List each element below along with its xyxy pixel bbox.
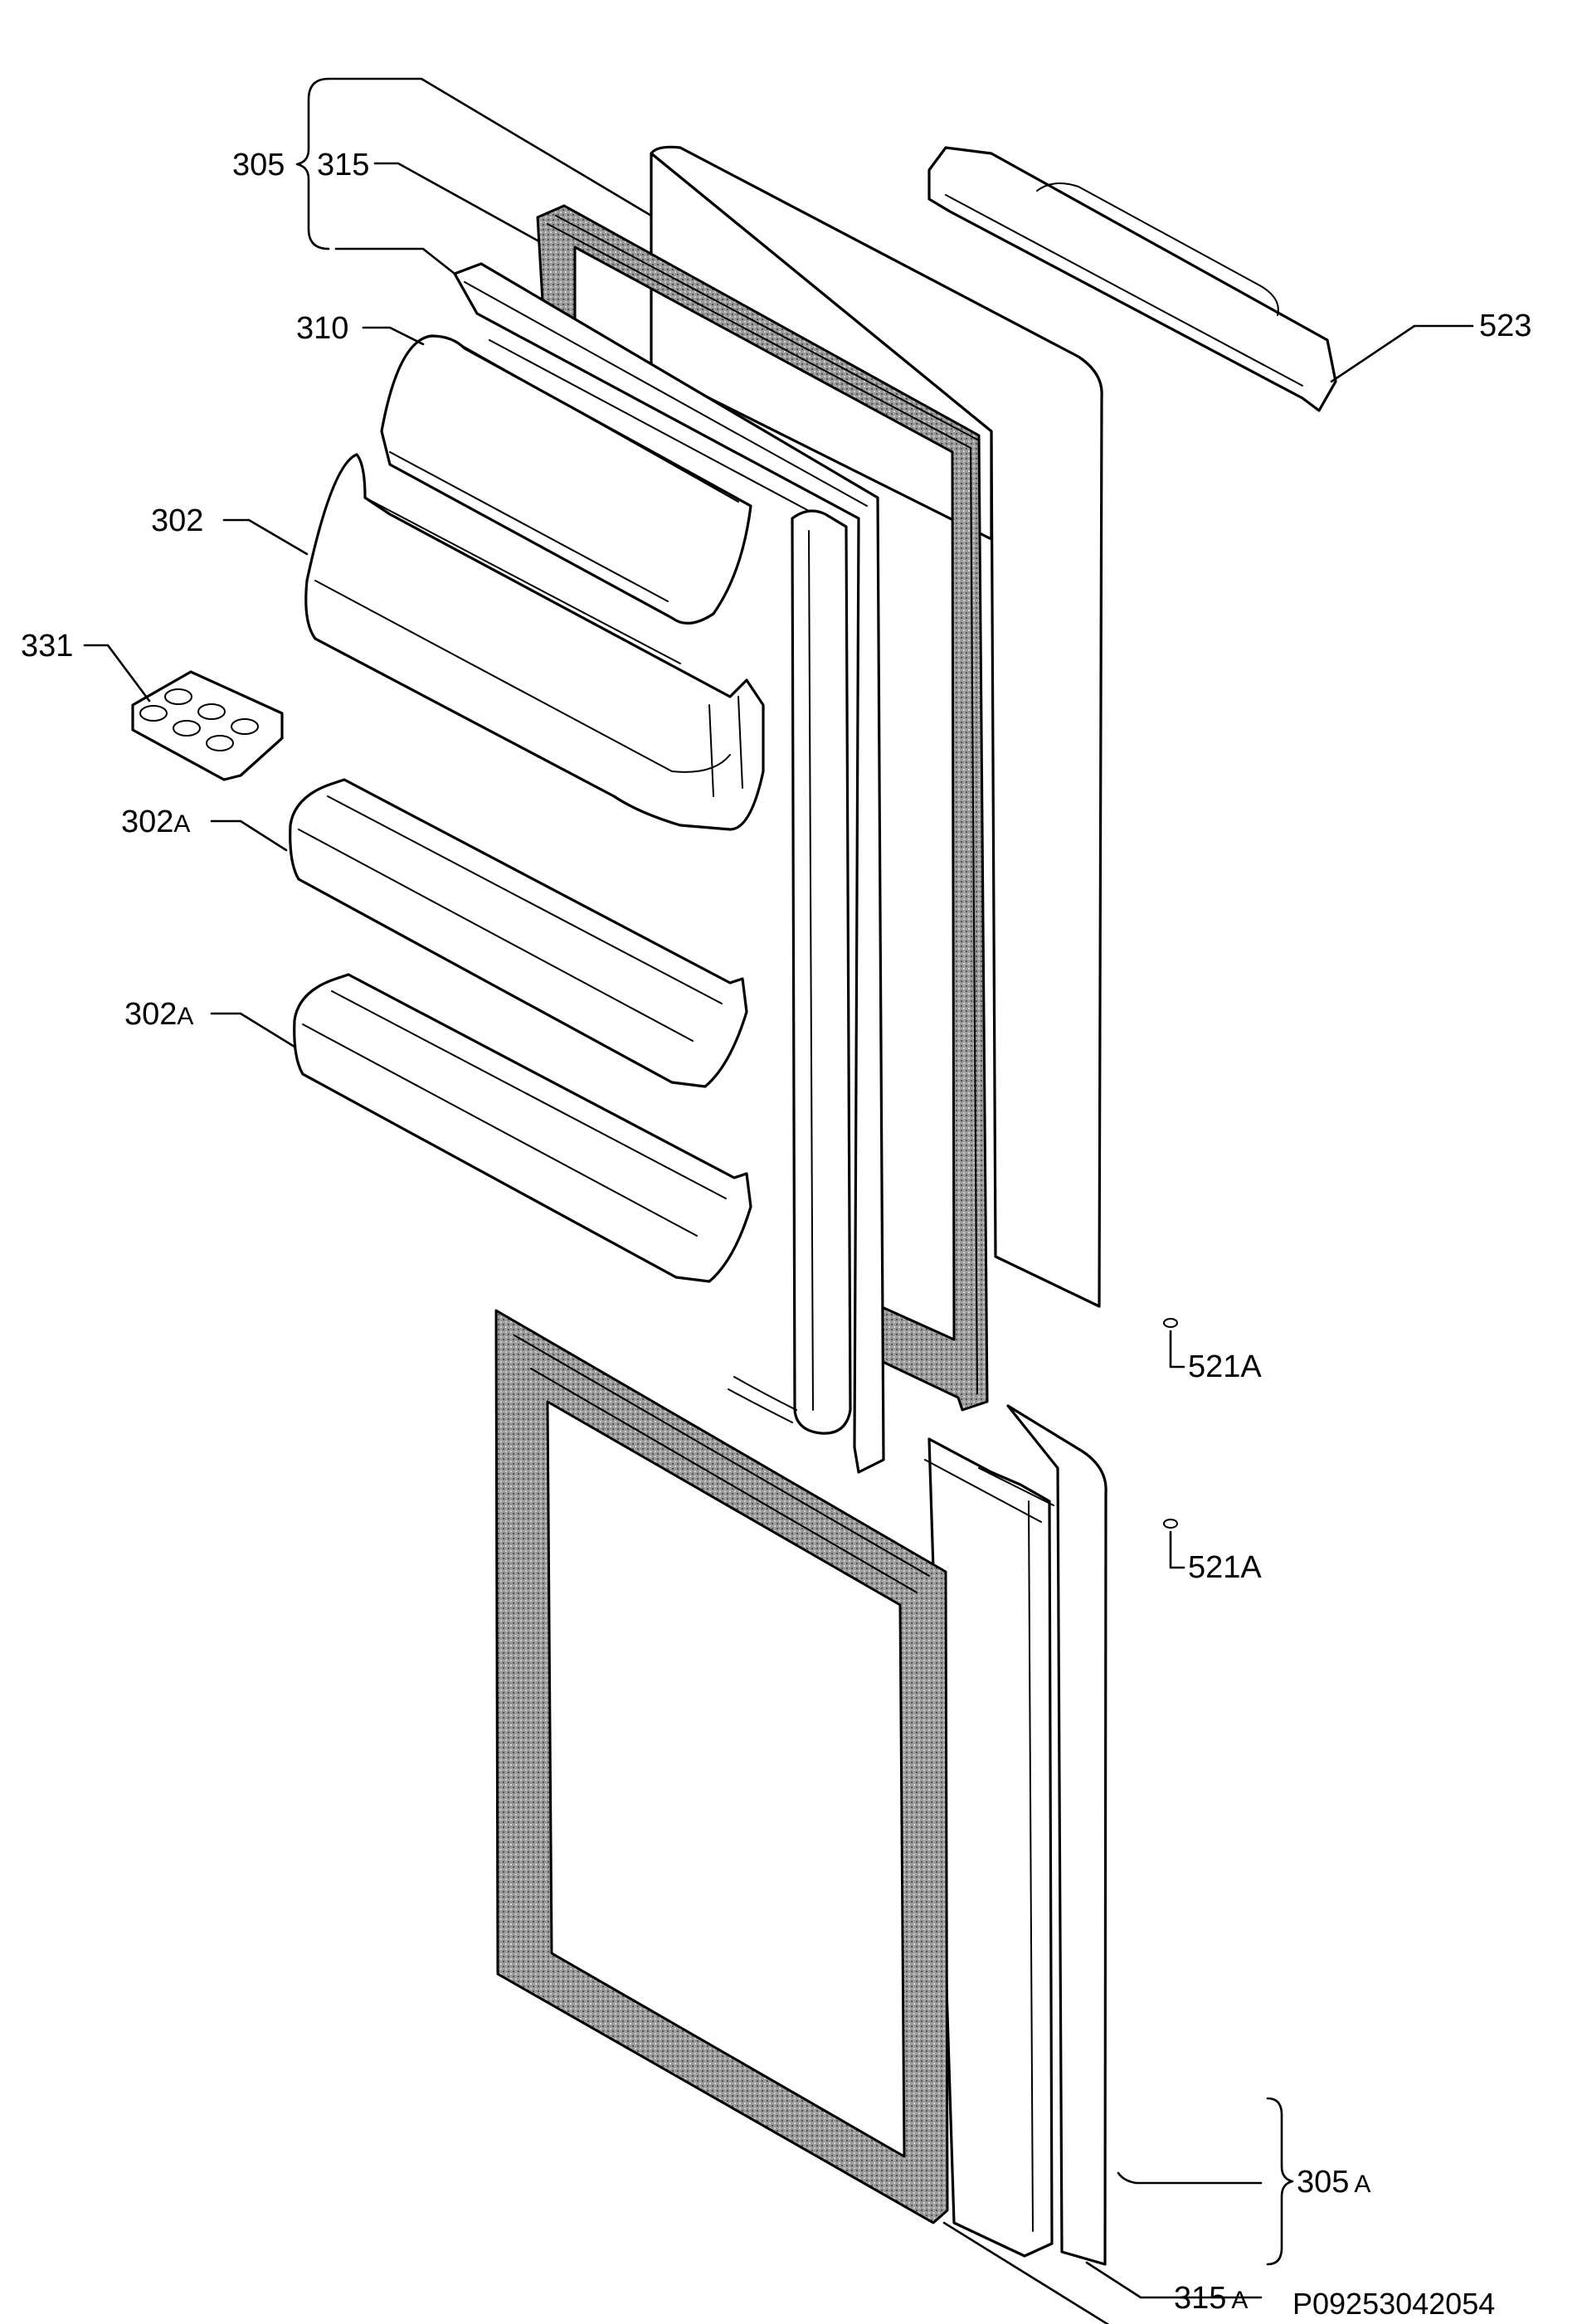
label-521a-1: 521A: [1188, 1349, 1262, 1384]
label-523: 523: [1479, 309, 1531, 343]
hinge-pin-2: [1163, 1519, 1178, 1529]
door-handle: [927, 146, 1337, 412]
label-305: 305: [232, 148, 285, 182]
inner-door-liner: [453, 262, 885, 1474]
hinge-pin-1: [1163, 1318, 1178, 1328]
egg-tray: [131, 670, 284, 781]
lower-door-panel: [924, 1404, 1107, 2266]
door-shelf-large: [304, 453, 765, 831]
label-310: 310: [296, 311, 348, 346]
upper-door-panel: [650, 145, 1103, 1308]
label-302a-1: 302A: [121, 805, 190, 839]
door-vertical-strip: [728, 509, 852, 1435]
label-302a-2: 302A: [124, 997, 193, 1032]
bracket-305: [295, 77, 330, 250]
label-521a-2: 521A: [1188, 1550, 1262, 1585]
door-shelf-small-1: [289, 778, 748, 1088]
label-315: 315: [317, 148, 369, 182]
door-shelf-small-2: [293, 973, 752, 1283]
label-331: 331: [21, 629, 73, 664]
leader-lines: [83, 77, 1474, 2324]
dairy-compartment-flap: [380, 334, 752, 625]
lower-door-gasket: [494, 1309, 949, 2224]
bracket-305a: [1266, 2097, 1294, 2266]
label-302: 302: [151, 503, 203, 538]
drawing-number: P09253042054: [1292, 2287, 1495, 2321]
